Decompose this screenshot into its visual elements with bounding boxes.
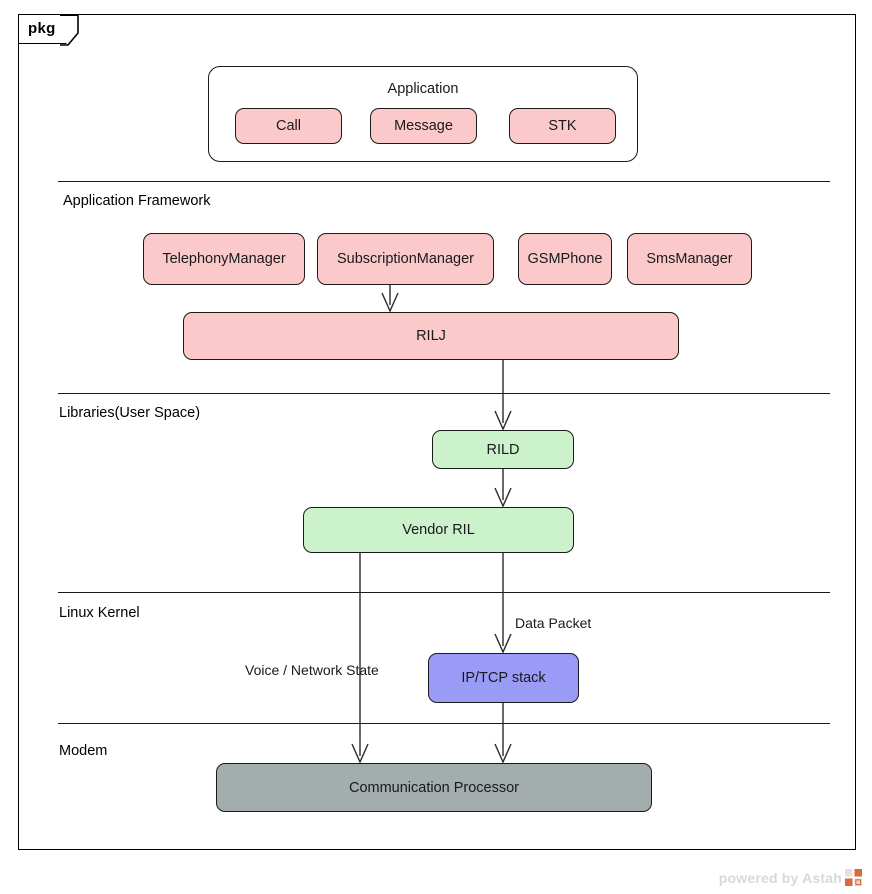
divider-linux-kernel [58, 592, 830, 593]
node-sms-manager[interactable]: SmsManager [627, 233, 752, 285]
watermark-text: powered by Astah [718, 869, 842, 886]
package-label: pkg [28, 20, 56, 37]
divider-modem [58, 723, 830, 724]
node-communication-processor[interactable]: Communication Processor [216, 763, 652, 812]
divider-application-framework [58, 181, 830, 182]
layer-label-libraries: Libraries(User Space) [59, 405, 201, 421]
node-subscription-manager[interactable]: SubscriptionManager [317, 233, 494, 285]
layer-label-modem: Modem [59, 743, 108, 759]
node-message[interactable]: Message [370, 108, 477, 144]
edge-label-voice-network-state: Voice / Network State [245, 662, 379, 678]
node-rild[interactable]: RILD [432, 430, 574, 469]
node-gsm-phone[interactable]: GSMPhone [518, 233, 612, 285]
node-call[interactable]: Call [235, 108, 342, 144]
node-rilj[interactable]: RILJ [183, 312, 679, 360]
node-stk[interactable]: STK [509, 108, 616, 144]
astah-logo-icon [845, 869, 862, 886]
package-tab [18, 14, 78, 44]
layer-label-linux-kernel: Linux Kernel [59, 605, 140, 621]
application-group-title: Application [387, 81, 459, 97]
package-tab-fold-icon [60, 14, 79, 46]
node-telephony-manager[interactable]: TelephonyManager [143, 233, 305, 285]
node-vendor-ril[interactable]: Vendor RIL [303, 507, 574, 553]
layer-label-application-framework: Application Framework [63, 193, 211, 209]
node-ip-tcp-stack[interactable]: IP/TCP stack [428, 653, 579, 703]
watermark: powered by Astah [719, 869, 862, 886]
edge-label-data-packet: Data Packet [515, 615, 592, 631]
divider-libraries [58, 393, 830, 394]
